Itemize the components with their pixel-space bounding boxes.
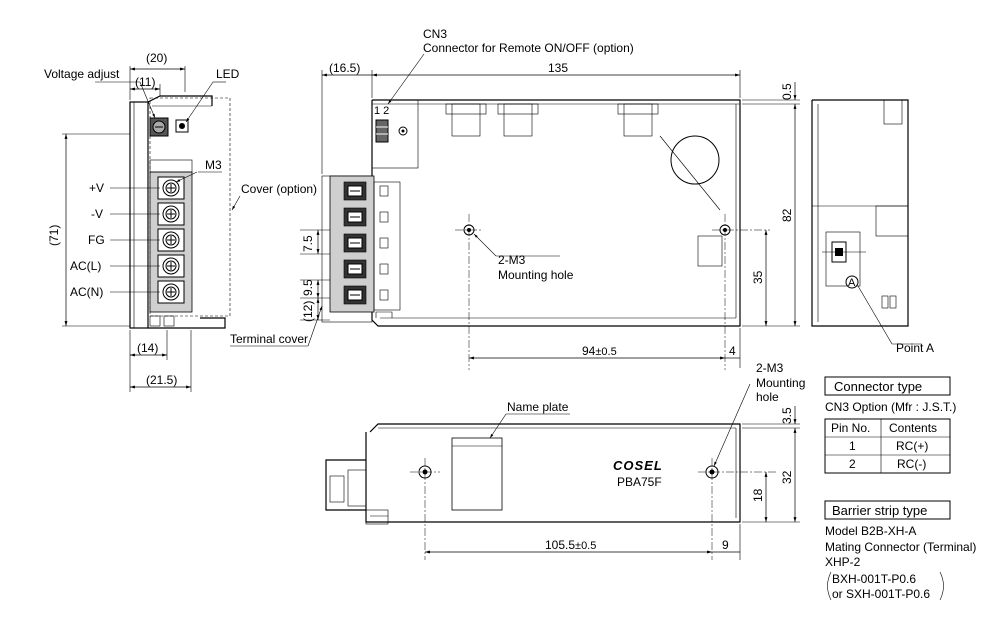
- terminal-label-neg-v: -V: [91, 207, 103, 221]
- cn3-label: CN3: [423, 27, 447, 41]
- connector-type-title: Connector type: [834, 379, 922, 394]
- front-terminal-screws: [343, 181, 389, 305]
- dim-21-5-label: (21.5): [146, 373, 177, 387]
- capacitor: [670, 135, 720, 185]
- cn3-description: Connector for Remote ON/OFF (option): [423, 41, 634, 55]
- pin-table-cell-1-contents: RC(+): [896, 439, 928, 453]
- dim-35-label: 35: [751, 270, 765, 284]
- barrier-strip-terminal-line1: BXH-001T-P0.6: [832, 572, 916, 586]
- dim-7-5-label: 7.5: [301, 235, 315, 252]
- connector-type-subtitle: CN3 Option (Mfr : J.S.T.): [825, 400, 956, 414]
- pin-table-header-contents: Contents: [889, 421, 937, 435]
- name-plate: [451, 437, 503, 511]
- dim-18-label: 18: [751, 488, 765, 502]
- bottom-mount-hole-line1: Mounting: [756, 376, 805, 390]
- front-view: [230, 53, 800, 370]
- dim-3-5-label: 3.5: [780, 407, 794, 424]
- dim-94-label: 94±0.5: [582, 344, 617, 358]
- barrier-strip-model: Model B2B-XH-A: [825, 524, 916, 538]
- front-terminal-cover: [321, 175, 401, 323]
- barrier-strip-mating-line2: XHP-2: [825, 555, 861, 569]
- terminal-label-ac-l: AC(L): [70, 259, 101, 273]
- terminal-label-pos-v: +V: [89, 181, 104, 195]
- name-plate-label: Name plate: [507, 400, 569, 414]
- dim-12-label: (12): [301, 301, 315, 322]
- front-chassis: [371, 99, 741, 327]
- cover-option-label: Cover (option): [241, 182, 317, 196]
- left-terminal-block: [149, 159, 193, 313]
- bottom-mount-hole-qty: 2-M3: [756, 361, 784, 375]
- dim-135-label: 135: [548, 61, 568, 75]
- barrier-strip-title: Barrier strip type: [832, 503, 927, 518]
- left-side-view: [62, 66, 241, 392]
- voltage-adjust-label: Voltage adjust: [44, 67, 120, 81]
- dim-0-5-label: 0.5: [780, 83, 794, 100]
- right-side-view: [811, 99, 922, 345]
- barrier-strip-mating-line1: Mating Connector (Terminal): [825, 540, 976, 554]
- terminal-label-fg: FG: [88, 233, 105, 247]
- dim-14-label: (14): [137, 341, 158, 355]
- m3-label: M3: [205, 158, 222, 172]
- cosel-logo: COSEL: [613, 458, 663, 473]
- pin-table-cell-1-pin: 1: [849, 439, 856, 453]
- dim-71-label: (71): [47, 225, 61, 246]
- led-label: LED: [216, 67, 240, 81]
- dim-9-5-label: 9.5: [301, 279, 315, 296]
- pin-table-cell-2-pin: 2: [849, 457, 856, 471]
- dim-105-5-label: 105.5±0.5: [545, 538, 596, 552]
- bottom-view: [325, 383, 800, 560]
- dim-82-label: 82: [780, 208, 794, 222]
- terminal-cover-label: Terminal cover: [230, 332, 308, 346]
- terminal-label-ac-n: AC(N): [70, 285, 103, 299]
- left-terminal-screws: [157, 176, 185, 304]
- point-a-label: Point A: [896, 341, 934, 355]
- connector-type-box: Connector type CN3 Option (Mfr : J.S.T.)…: [824, 376, 956, 474]
- cn3-connector: [375, 119, 389, 143]
- bottom-mount-hole-line2: hole: [756, 390, 779, 404]
- dim-32-label: 32: [780, 470, 794, 484]
- dim-20-label: (20): [146, 51, 167, 65]
- bottom-chassis: [365, 423, 741, 523]
- front-mount-hole-label: Mounting hole: [498, 268, 574, 282]
- dim-9-label: 9: [722, 538, 729, 552]
- dim-16-5-label: (16.5): [329, 61, 360, 75]
- front-mount-hole-qty: 2-M3: [498, 253, 526, 267]
- left-chassis-plate: [129, 101, 149, 329]
- pin-table-header-pin: Pin No.: [831, 421, 870, 435]
- barrier-strip-box: Barrier strip type Model B2B-XH-A Mating…: [824, 500, 976, 601]
- pin-table-cell-2-contents: RC(-): [897, 457, 926, 471]
- voltage-adjust-pot: [149, 117, 169, 137]
- pin-table: Pin No. Contents 1 RC(+) 2 RC(-): [824, 418, 951, 474]
- dim-4-label: 4: [729, 344, 736, 358]
- dim-11-label: (11): [135, 75, 155, 89]
- cn3-pin-label: 1 2: [374, 105, 389, 117]
- barrier-strip-terminal-line2: or SXH-001T-P0.6: [832, 587, 930, 601]
- model-label: PBA75F: [617, 475, 662, 489]
- point-a-marker: [845, 275, 859, 289]
- point-a-marker-label: A: [848, 277, 856, 289]
